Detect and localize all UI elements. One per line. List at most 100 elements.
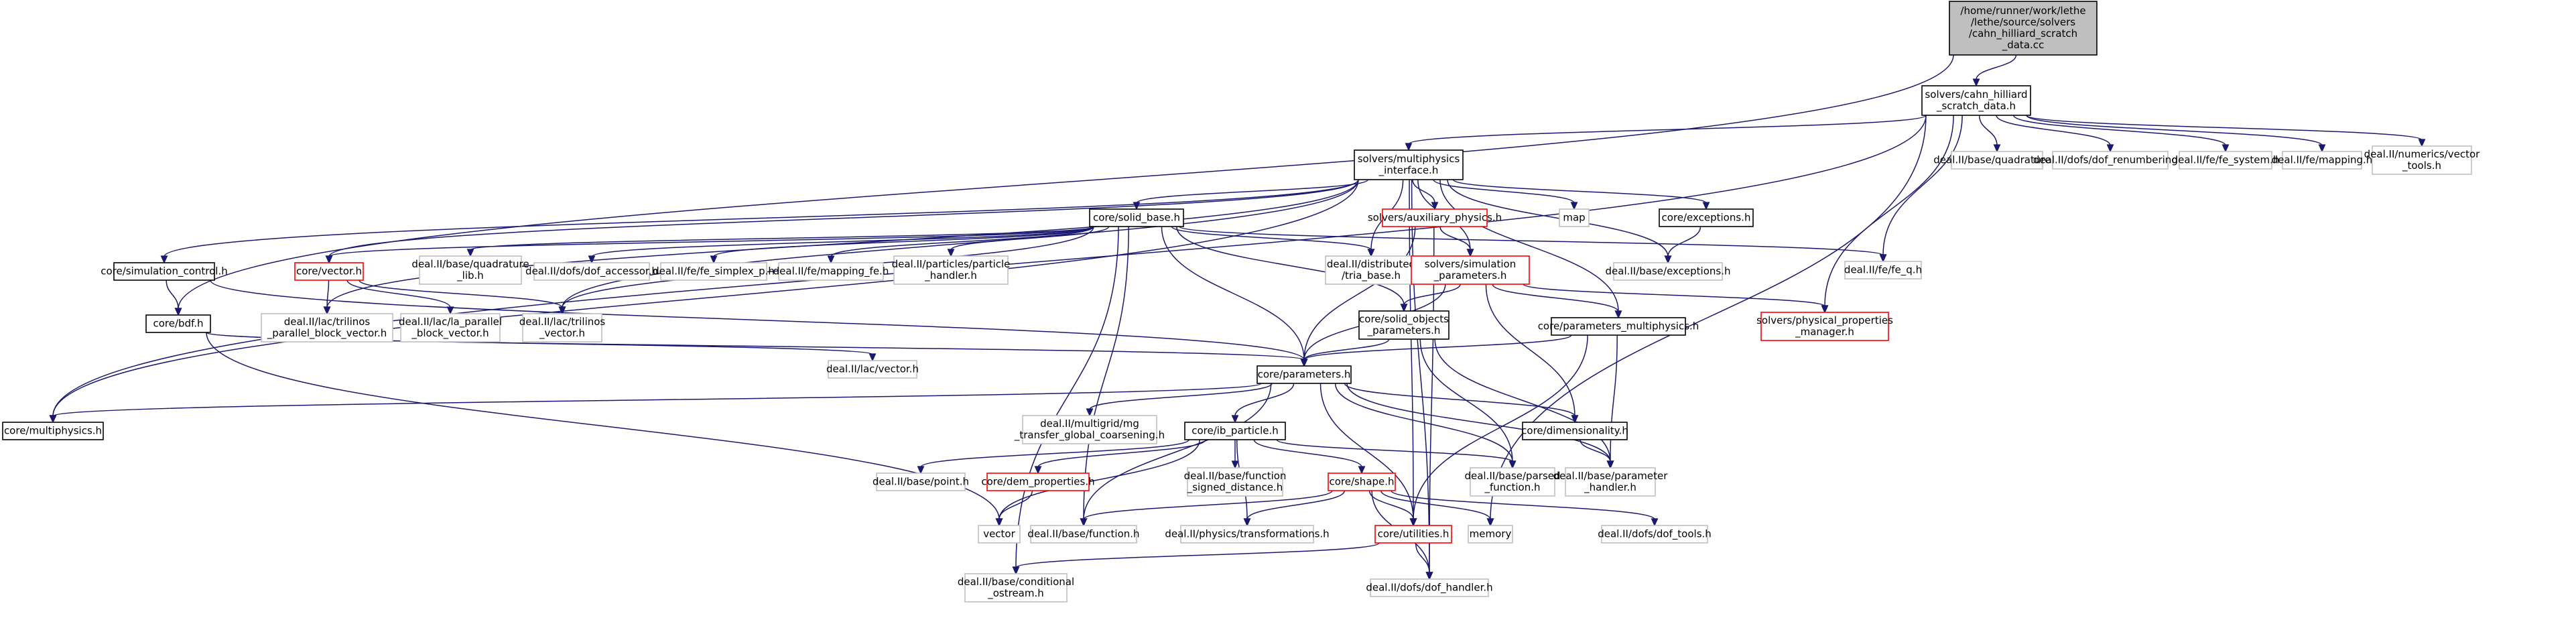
graph-node-simparams[interactable]: solvers/simulation_parameters.h — [1411, 255, 1530, 285]
include-edge-demprops-to-vector — [995, 490, 1033, 527]
node-box — [2372, 145, 2472, 175]
node-label-line: deal.II/lac/la_parallel — [399, 316, 502, 328]
node-label-line: deal.II/distributed — [1327, 258, 1415, 270]
graph-node-funcsigned: deal.II/base/function_signed_distance.h — [1184, 467, 1287, 497]
include-edge-solidbase-to-quadlib — [466, 226, 1094, 257]
graph-node-tria: deal.II/distributed/tria_base.h — [1325, 255, 1417, 285]
node-label-line: core/dem_properties.h — [981, 476, 1094, 489]
include-edge-simparams-to-parammp — [1492, 284, 1622, 319]
include-edge-shape-to-basefunc — [1080, 490, 1333, 527]
graph-node-vector: vector — [978, 525, 1021, 544]
node-label-line: deal.II/base/parameter — [1553, 470, 1669, 482]
node-label-line: deal.II/base/exceptions.h — [1606, 265, 1731, 277]
node-label-line: memory — [1470, 528, 1512, 540]
node-label-line: deal.II/dofs/dof_tools.h — [1598, 528, 1712, 541]
graph-node-dimensionality[interactable]: core/dimensionality.h — [1521, 422, 1628, 440]
node-label-line: core/simulation_control.h — [101, 265, 228, 278]
graph-node-physprops[interactable]: solvers/physical_properties_manager.h — [1756, 312, 1893, 341]
graph-node-simctrl[interactable]: core/simulation_control.h — [101, 262, 228, 281]
node-box — [1949, 1, 2098, 56]
node-label-line: _interface.h — [1378, 164, 1439, 177]
node-box — [1951, 151, 2043, 170]
node-label-line: _block_vector.h — [411, 327, 489, 340]
node-box — [1468, 525, 1513, 544]
graph-node-corevector[interactable]: core/vector.h — [294, 262, 364, 281]
node-label-line: deal.II/dofs/dof_accessor.h — [525, 265, 658, 278]
include-edge-solidbase-to-tria — [1171, 226, 1375, 257]
include-edge-shape-to-doftools — [1391, 490, 1659, 527]
node-label-line: core/dimensionality.h — [1521, 425, 1628, 437]
graph-node-root[interactable]: /home/runner/work/lethe/lethe/source/sol… — [1949, 1, 2098, 56]
include-edge-params-to-parsedfunc — [1334, 383, 1517, 469]
node-box — [1613, 262, 1723, 281]
include-edge-mpi-to-parammp — [1439, 179, 1622, 319]
graph-node-ibparticle[interactable]: core/ib_particle.h — [1184, 422, 1286, 440]
node-box — [1921, 85, 2031, 116]
node-box — [1844, 261, 1922, 279]
graph-node-baseexc: deal.II/base/exceptions.h — [1606, 262, 1731, 281]
graph-node-exceptions[interactable]: core/exceptions.h — [1659, 208, 1754, 227]
include-edge-ibparticle-to-parsedfunc — [1276, 439, 1517, 469]
node-label-line: deal.II/fe/fe_simplex_p.h — [653, 265, 775, 278]
node-box — [1184, 422, 1286, 440]
graph-node-phystrans: deal.II/physics/transformations.h — [1165, 525, 1330, 544]
graph-node-dofren: deal.II/dofs/dof_renumbering.h — [2033, 151, 2187, 170]
node-label-line: _signed_distance.h — [1187, 481, 1283, 494]
include-edge-mpi-to-auxphys — [1412, 179, 1439, 210]
include-edge-solidobj-to-paramhandler — [1434, 338, 1614, 469]
node-box — [533, 262, 650, 281]
node-label-line: _parallel_block_vector.h — [267, 327, 387, 340]
graph-node-shape[interactable]: core/shape.h — [1328, 473, 1396, 491]
node-box — [778, 262, 884, 281]
include-edge-simparams-to-dimensionality — [1485, 284, 1579, 424]
node-label-line: deal.II/dofs/dof_renumbering.h — [2033, 154, 2187, 167]
graph-node-mpi[interactable]: solvers/multiphysics_interface.h — [1354, 149, 1464, 180]
include-edge-shape-to-utilities — [1368, 490, 1417, 527]
include-edge-solidbase-to-params — [1161, 226, 1308, 367]
node-label-line: deal.II/base/function — [1184, 470, 1287, 482]
node-box — [419, 255, 522, 285]
node-box — [876, 473, 966, 491]
node-box — [1257, 365, 1352, 384]
graph-node-fesimplex: deal.II/fe/fe_simplex_p.h — [653, 262, 775, 281]
node-label-line: deal.II/lac/vector.h — [826, 363, 919, 375]
graph-node-auxphys[interactable]: solvers/auxiliary_physics.h — [1368, 208, 1502, 227]
include-edge-simparams-to-solidobj — [1400, 284, 1461, 312]
graph-node-parsedfunc: deal.II/base/parsed_function.h — [1464, 467, 1561, 497]
node-label-line: deal.II/base/point.h — [873, 476, 969, 488]
include-edge-corevector-to-trilpbv — [323, 279, 331, 315]
include-edge-solidbase-to-corevector — [325, 226, 1094, 264]
node-box — [145, 314, 211, 333]
include-edge-parammp-to-params — [1300, 334, 1572, 367]
node-box — [1328, 473, 1396, 491]
node-label-line: _data.cc — [2002, 39, 2045, 52]
graph-node-params[interactable]: core/parameters.h — [1257, 365, 1352, 384]
include-edge-mpi-to-map — [1433, 179, 1578, 210]
node-box — [113, 262, 215, 281]
node-label-line: core/utilities.h — [1378, 528, 1450, 540]
node-label-line: deal.II/multigrid/mg — [1040, 418, 1139, 430]
graph-node-demprops[interactable]: core/dem_properties.h — [981, 473, 1095, 491]
include-edge-auxphys-to-simparams — [1439, 226, 1474, 257]
graph-node-utilities[interactable]: core/utilities.h — [1374, 525, 1452, 544]
graph-node-parammp[interactable]: core/parameters_multiphysics.h — [1538, 317, 1699, 336]
graph-node-bdf[interactable]: core/bdf.h — [145, 314, 211, 333]
include-edge-chsd-to-dofren — [1996, 115, 2114, 153]
include-edge-simparams-to-physprops — [1523, 284, 1829, 314]
node-label-line: deal.II/lac/trilinos — [284, 316, 371, 328]
node-label-line: core/parameters.h — [1258, 369, 1351, 381]
node-box — [986, 473, 1090, 491]
graph-node-chsd[interactable]: solvers/cahn_hilliard_scratch_data.h — [1921, 85, 2031, 116]
graph-node-condostream: deal.II/base/conditional_ostream.h — [958, 573, 1074, 603]
include-edge-chsd-to-mpi — [1405, 115, 1927, 151]
node-box — [1565, 467, 1656, 497]
node-label-line: _manager.h — [1795, 326, 1854, 338]
graph-node-multiphysics[interactable]: core/multiphysics.h — [2, 422, 104, 440]
graph-node-solidobj[interactable]: core/solid_objects_parameters.h — [1358, 310, 1450, 340]
include-edge-solidbase-to-condostream — [1012, 226, 1119, 575]
node-box — [1187, 467, 1283, 497]
graph-node-solidbase[interactable]: core/solid_base.h — [1089, 208, 1184, 227]
node-box — [2052, 151, 2169, 170]
include-edge-corevector-to-lacpbv — [346, 279, 454, 315]
